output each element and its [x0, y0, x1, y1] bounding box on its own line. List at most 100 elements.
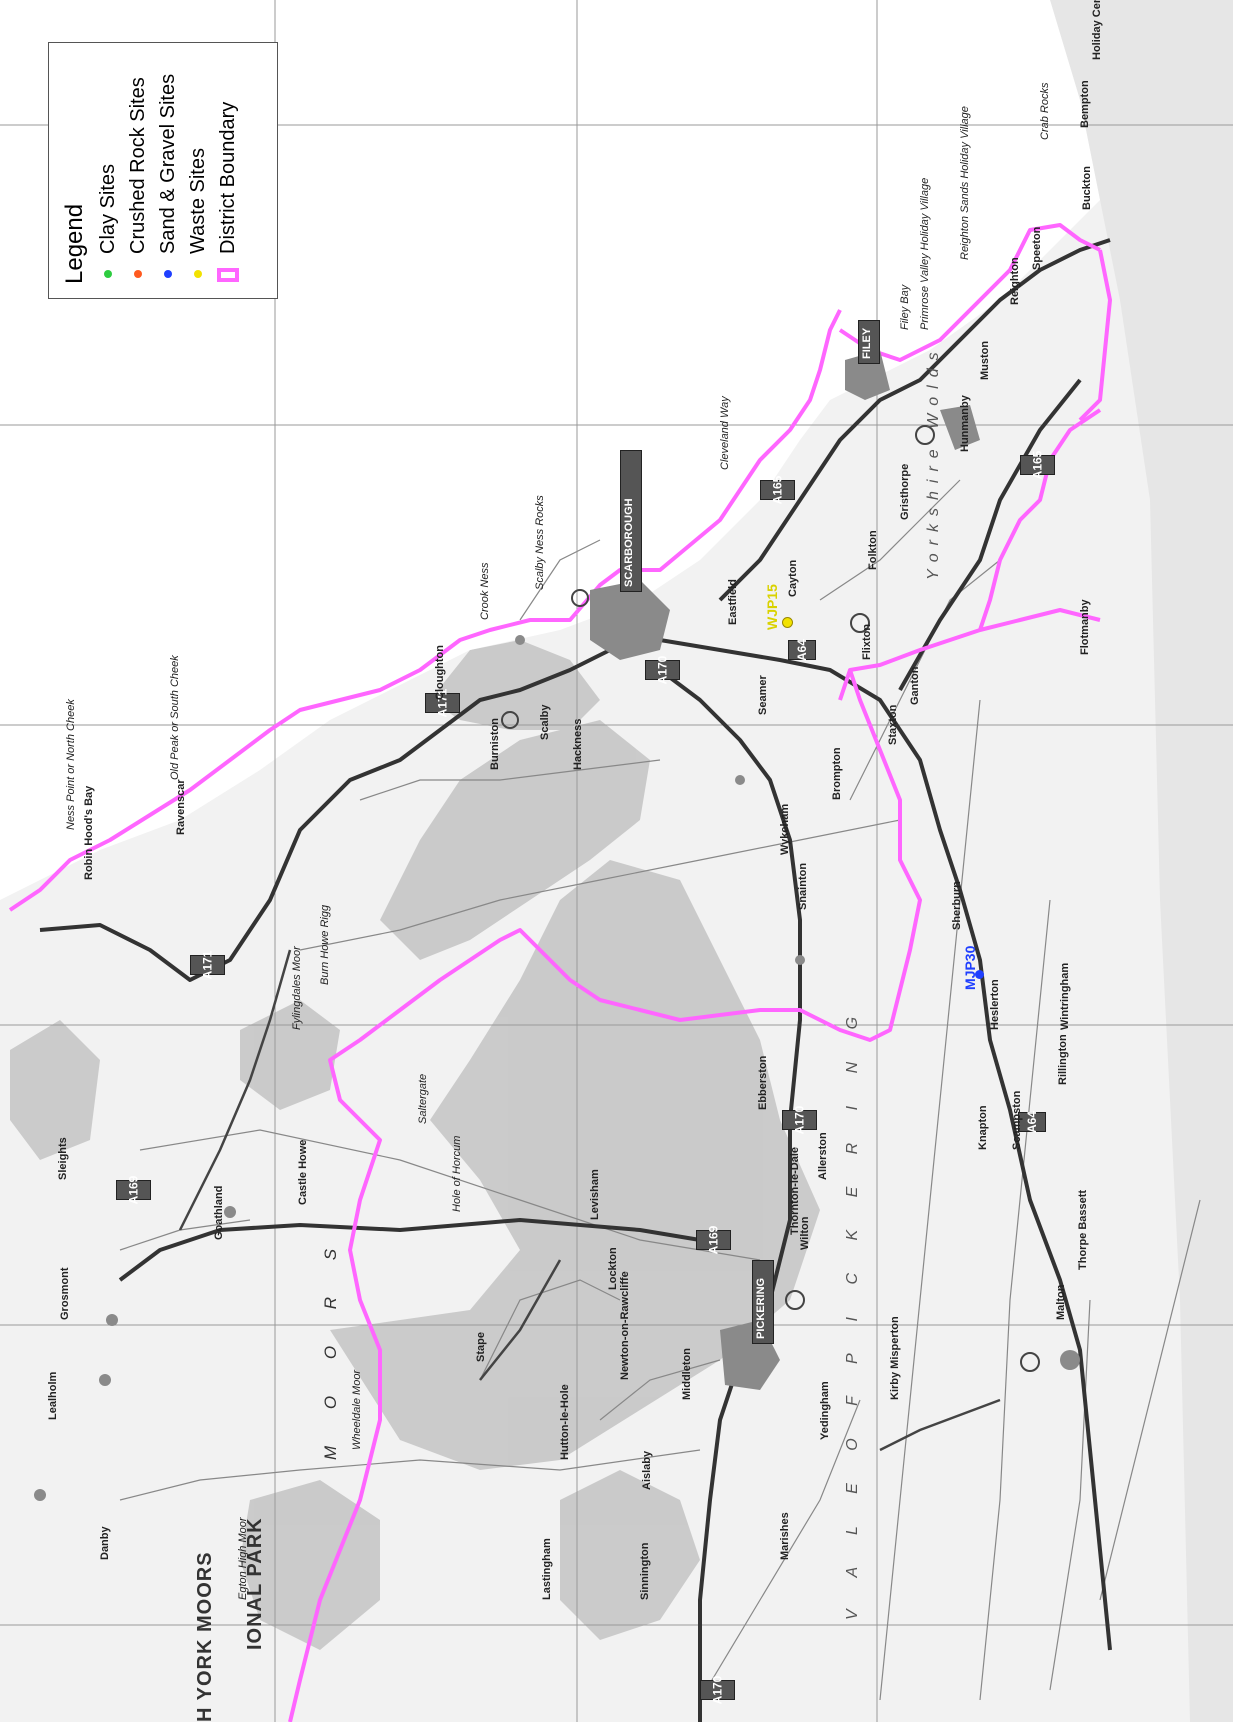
district-boundary: [8, 223, 1112, 1722]
place-label: Ganton: [909, 666, 921, 706]
east-land: [1050, 0, 1233, 1722]
place-label: Kirby Misperton: [889, 1316, 901, 1400]
place-label: Hunmanby: [959, 395, 971, 452]
road-number-a170-west: A170: [700, 1676, 735, 1704]
place-label: Flotmanby: [1079, 599, 1091, 655]
site-label-wjp15[interactable]: WJP15: [764, 584, 780, 630]
legend-item-label: Sand & Gravel Sites: [156, 73, 179, 254]
place-label: Holiday Centre: [1091, 0, 1103, 60]
place-label: Scampston: [1011, 1090, 1023, 1150]
place-label: Stape: [475, 1332, 487, 1362]
place-label: Cayton: [787, 559, 799, 597]
place-label: Scalby Ness Rocks: [534, 495, 546, 590]
legend-title: Legend: [61, 203, 88, 284]
place-label: Allerston: [817, 1132, 829, 1180]
place-label: Aislaby: [641, 1450, 653, 1490]
legend-panel: Legend Clay Sites Crushed Rock Sites San…: [48, 42, 278, 299]
legend-item-sand-gravel: Sand & Gravel Sites: [153, 43, 183, 298]
place-label: Hole of Horcum: [451, 1135, 463, 1212]
waste-site-marker[interactable]: [782, 617, 793, 628]
minor-roads: [119, 479, 1201, 1701]
place-label: Sleights: [57, 1137, 69, 1180]
legend-item-clay: Clay Sites: [93, 43, 123, 298]
place-label: Cleveland Way: [719, 396, 731, 470]
town-label-filey: FILEY: [861, 327, 873, 359]
place-label: Reighton Sands Holiday Village: [959, 106, 971, 260]
road-number-a165-south: A165: [1020, 451, 1055, 479]
place-label: Burn Howe Rigg: [319, 904, 331, 985]
map-markers: [501, 425, 1040, 1372]
crushed-rock-dot-icon: [134, 254, 142, 282]
sand-gravel-dot-icon: [164, 254, 172, 282]
town-label-scarborough: SCARBOROUGH: [623, 498, 635, 587]
place-label: Wilton: [799, 1216, 811, 1251]
town-box-filey: FILEY: [858, 320, 880, 364]
place-label: Reighton: [1009, 257, 1021, 305]
town-box-scarborough: SCARBOROUGH: [620, 450, 642, 592]
road-number-a165-north: A165: [760, 476, 795, 504]
place-label: Castle Howe: [297, 1139, 309, 1205]
place-label: Hutton-le-Hole: [559, 1384, 571, 1460]
region-label-yorkshire-wolds: Yorkshire Wolds: [925, 344, 942, 580]
place-label: Bempton: [1079, 80, 1091, 128]
road-number-a169-south: A169: [696, 1226, 731, 1254]
legend-item-label: District Boundary: [216, 101, 239, 254]
place-label: Rillington: [1057, 1034, 1069, 1085]
place-label: Goathland: [213, 1185, 225, 1240]
place-label: Eastfield: [727, 579, 739, 625]
legend-item-label: Waste Sites: [186, 148, 209, 254]
sand-gravel-site-marker[interactable]: [975, 970, 984, 979]
legend-item-waste: Waste Sites: [183, 43, 213, 298]
region-label-north-york-moors: H YORK MOORS: [194, 1551, 216, 1722]
place-label: Ness Point or North Cheek: [65, 699, 77, 830]
place-label: Wheeldale Moor: [351, 1369, 363, 1450]
place-label: Brompton: [831, 747, 843, 800]
region-label-moors: M O O R S: [321, 1232, 340, 1460]
place-label: Yedingham: [819, 1381, 831, 1440]
place-label: Gristhorpe: [899, 463, 911, 520]
place-label: Burniston: [489, 718, 501, 770]
place-label: Levisham: [589, 1169, 601, 1220]
place-label: Seamer: [757, 675, 769, 715]
road-number-a171-west: A171: [190, 951, 225, 979]
place-label: Speeton: [1031, 226, 1043, 270]
place-label: Knapton: [977, 1105, 989, 1150]
place-label: Marishes: [779, 1512, 791, 1560]
place-label: Buckton: [1081, 166, 1093, 210]
place-label: Fylingdales Moor: [291, 946, 303, 1030]
legend-item-label: Crushed Rock Sites: [126, 77, 149, 254]
place-label: Lastingham: [541, 1538, 553, 1600]
place-label: Scalby: [539, 704, 551, 740]
road-number-a64-east: A64: [788, 639, 817, 661]
legend-item-label: Clay Sites: [96, 163, 119, 254]
region-label-vale-of-pickering: V A L E O F P I C K E R I N G: [844, 1002, 861, 1620]
legend-item-crushed-rock: Crushed Rock Sites: [123, 43, 153, 298]
district-boundary-box-icon: [217, 254, 239, 282]
place-label: Ravenscar: [175, 779, 187, 835]
place-label: Snainton: [797, 862, 809, 910]
place-label: Hackness: [572, 718, 584, 770]
place-label: Lockton: [607, 1247, 619, 1290]
place-label: Sinnington: [639, 1542, 651, 1600]
place-label: Danby: [99, 1526, 111, 1560]
place-label: Thorpe Bassett: [1077, 1189, 1089, 1270]
clay-dot-icon: [104, 254, 112, 282]
place-label: Flixton: [861, 623, 873, 660]
place-label: Old Peak or South Cheek: [169, 655, 181, 780]
place-label: Crab Rocks: [1039, 82, 1051, 140]
place-label: Primrose Valley Holiday Village: [919, 177, 931, 330]
road-number-a170-east: A170: [645, 656, 680, 684]
road-number-a64-west: A64: [1018, 1111, 1047, 1133]
town-label-pickering: PICKERING: [755, 1277, 767, 1339]
town-box-pickering: PICKERING: [752, 1260, 774, 1344]
place-label: Wintringham: [1059, 962, 1071, 1030]
settlements: [34, 350, 1080, 1501]
legend-item-district-boundary: District Boundary: [213, 43, 243, 298]
place-label: Muston: [979, 340, 991, 380]
secondary-roads: [178, 949, 1001, 1452]
place-label: Newton-on-Rawcliffe: [619, 1271, 631, 1380]
place-label: Egton High Moor: [237, 1517, 249, 1600]
site-label-mjp30[interactable]: MJP30: [962, 945, 978, 990]
